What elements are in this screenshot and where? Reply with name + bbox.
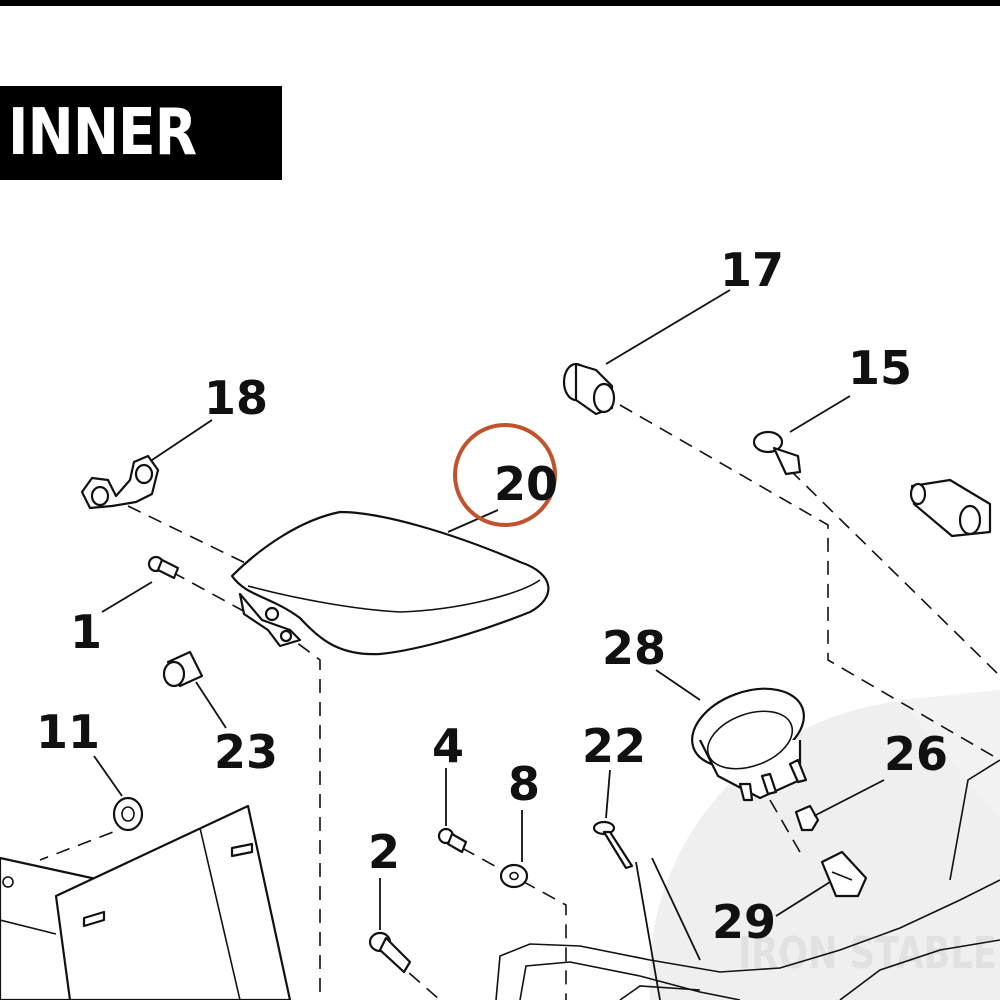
callout-26[interactable]: 26	[884, 727, 948, 781]
section-banner: INNER	[0, 86, 282, 180]
callout-8[interactable]: 8	[508, 757, 540, 811]
part-8-washer	[499, 863, 529, 889]
callout-17[interactable]: 17	[720, 243, 784, 297]
part-29-socket	[820, 850, 868, 898]
callout-29[interactable]: 29	[712, 895, 776, 949]
highlight-circle	[453, 423, 557, 527]
callout-22[interactable]: 22	[582, 719, 646, 773]
part-2-bolt	[368, 931, 412, 974]
callout-4[interactable]: 4	[432, 719, 464, 773]
part-fitting-right	[909, 478, 992, 538]
section-title: INNER	[8, 96, 197, 170]
mounting-bracket	[0, 804, 292, 1000]
top-rule	[0, 0, 1000, 6]
callout-20[interactable]: 20	[494, 457, 558, 511]
part-17-grommet	[562, 362, 616, 416]
part-15-pin	[752, 430, 802, 476]
callout-15[interactable]: 15	[848, 341, 912, 395]
assembly-lines	[39, 404, 1000, 1000]
part-11-nut	[112, 796, 144, 832]
callout-23[interactable]: 23	[214, 725, 278, 779]
part-4-screw	[437, 827, 468, 854]
callout-1[interactable]: 1	[70, 605, 102, 659]
part-26-bulb	[794, 804, 820, 832]
part-23-spacer	[162, 650, 204, 688]
callout-28[interactable]: 28	[602, 621, 666, 675]
part-18-clip	[80, 454, 160, 510]
part-1-screw	[147, 555, 180, 580]
part-20-cover	[230, 510, 550, 656]
lower-housing	[495, 759, 1000, 1000]
callout-labels: 17 15 18 20 1 23 28 11 4 8 22 26 2 29	[36, 243, 948, 949]
leader-lines	[93, 289, 885, 1000]
callout-2[interactable]: 2	[368, 825, 400, 879]
watermark: IRON STABLE	[649, 690, 1000, 1000]
callout-18[interactable]: 18	[204, 371, 268, 425]
part-22-screw	[592, 820, 634, 870]
part-28-gauge	[691, 687, 808, 802]
callout-11[interactable]: 11	[36, 705, 100, 759]
watermark-text: IRON STABLE	[738, 928, 997, 979]
